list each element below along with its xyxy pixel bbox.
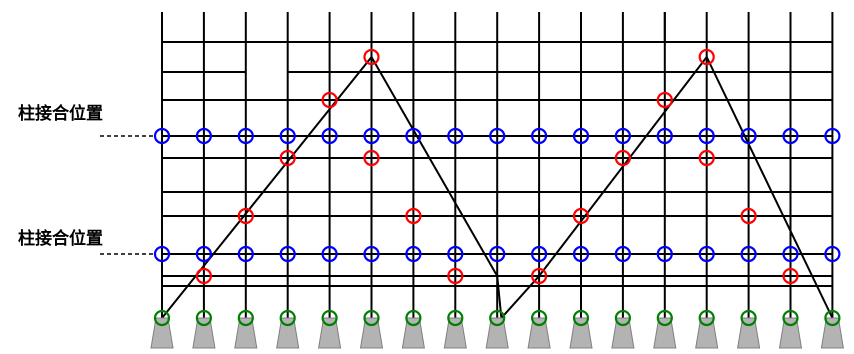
- path-marker: [279, 149, 296, 167]
- joint-marker: [824, 127, 841, 145]
- joint-marker: [363, 245, 380, 263]
- joint-marker: [572, 245, 590, 263]
- base-marker: [447, 309, 464, 327]
- column-base: [318, 317, 342, 349]
- joint-marker: [195, 127, 212, 145]
- path-marker: [698, 48, 715, 66]
- joint-marker: [363, 127, 380, 145]
- column-base: [778, 317, 803, 349]
- joint-marker: [279, 245, 296, 263]
- column-base: [192, 317, 216, 349]
- path-marker: [363, 149, 380, 167]
- joint-marker: [489, 127, 506, 145]
- column-base: [443, 317, 467, 349]
- joint-position-label-upper: 柱接合位置: [18, 104, 103, 124]
- joint-marker: [153, 245, 171, 263]
- joint-level-dashes: [100, 135, 155, 255]
- joint-marker: [656, 245, 673, 263]
- joint-marker: [447, 127, 464, 145]
- base-marker: [405, 309, 422, 327]
- column-base: [359, 317, 384, 349]
- base-marker: [740, 309, 757, 327]
- joint-marker: [237, 127, 254, 145]
- base-marker: [782, 309, 799, 327]
- column-base: [611, 317, 635, 349]
- joint-marker: [321, 245, 338, 263]
- path-marker: [405, 207, 422, 225]
- path-marker: [237, 207, 254, 225]
- joint-marker: [740, 245, 757, 263]
- markers: [153, 48, 841, 327]
- base-marker: [530, 309, 548, 327]
- floor-lines: [162, 12, 833, 287]
- joint-marker: [447, 245, 464, 263]
- column-base: [737, 317, 761, 349]
- column-bases: [150, 317, 844, 349]
- base-marker: [321, 309, 338, 327]
- column-base: [150, 317, 174, 349]
- joint-marker: [279, 127, 296, 145]
- base-marker: [489, 309, 506, 327]
- joint-marker: [656, 127, 673, 145]
- base-marker: [195, 309, 212, 327]
- column-base: [485, 317, 509, 349]
- path-marker: [572, 207, 590, 225]
- base-marker: [656, 309, 673, 327]
- column-base: [527, 317, 551, 349]
- column-base: [276, 317, 300, 349]
- joint-marker: [740, 127, 757, 145]
- path-marker: [447, 267, 464, 285]
- joint-marker: [489, 245, 506, 263]
- joint-marker: [782, 245, 799, 263]
- column-base: [401, 317, 425, 349]
- column-lines: [161, 12, 834, 318]
- path-marker: [782, 267, 799, 285]
- base-marker: [153, 309, 171, 327]
- base-marker: [824, 309, 841, 327]
- path-marker: [195, 267, 212, 285]
- joint-marker: [572, 127, 590, 145]
- path-marker: [530, 267, 548, 285]
- base-marker: [614, 309, 632, 327]
- joint-marker: [614, 245, 632, 263]
- joint-marker: [614, 127, 632, 145]
- joint-marker: [237, 245, 254, 263]
- base-marker: [572, 309, 590, 327]
- joint-marker: [698, 127, 715, 145]
- path-marker: [614, 149, 632, 167]
- joint-marker: [698, 245, 715, 263]
- joint-marker: [405, 245, 422, 263]
- base-marker: [237, 309, 254, 327]
- base-marker: [363, 309, 380, 327]
- column-base: [569, 317, 593, 349]
- joint-marker: [195, 245, 212, 263]
- joint-marker: [782, 127, 799, 145]
- path-marker: [740, 207, 757, 225]
- joint-marker: [530, 245, 548, 263]
- joint-marker: [405, 127, 422, 145]
- joint-marker: [824, 245, 841, 263]
- path-marker: [363, 48, 380, 66]
- column-base: [234, 317, 258, 349]
- joint-marker: [153, 127, 171, 145]
- path-marker: [321, 91, 338, 109]
- joint-marker: [321, 127, 338, 145]
- column-base: [695, 317, 719, 349]
- path-marker: [656, 91, 673, 109]
- base-marker: [279, 309, 296, 327]
- joint-position-label-lower: 柱接合位置: [18, 229, 103, 249]
- base-marker: [698, 309, 715, 327]
- path-marker: [698, 149, 715, 167]
- column-base: [653, 317, 677, 349]
- column-base: [820, 317, 844, 349]
- joint-marker: [530, 127, 548, 145]
